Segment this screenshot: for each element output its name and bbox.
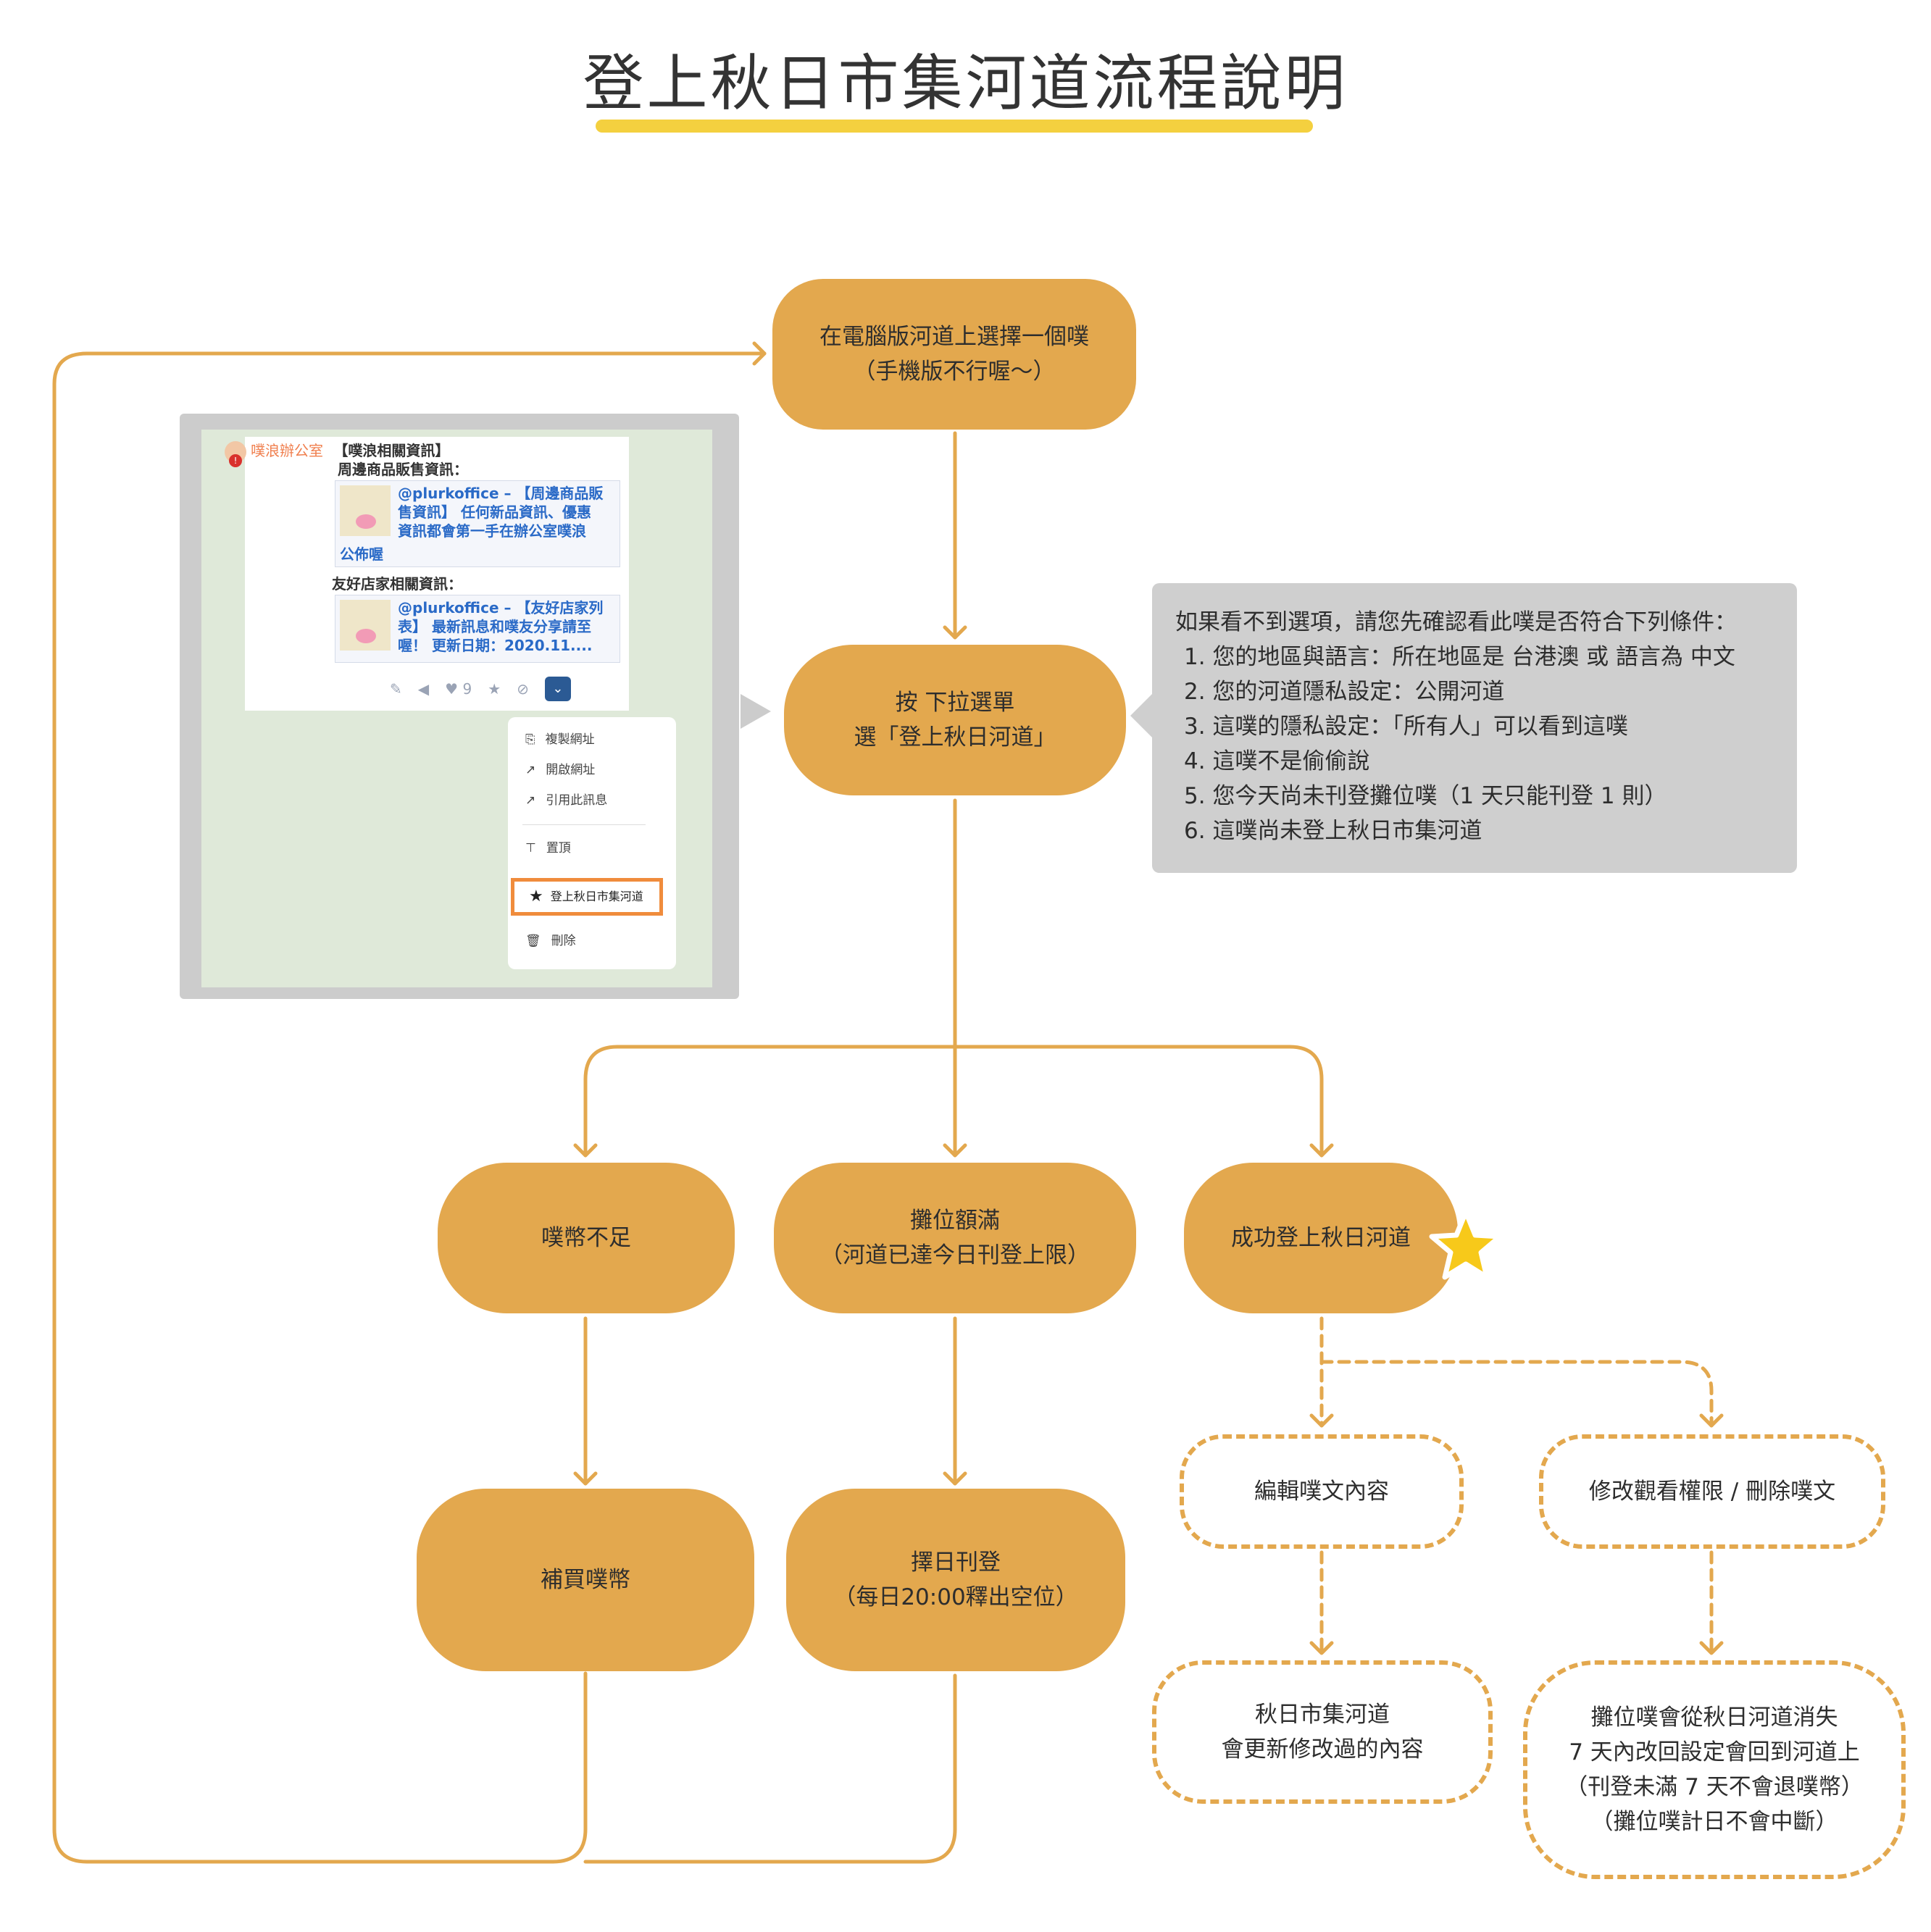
section-title: 周邊商品販售資訊： [338, 461, 468, 478]
plurk-screenshot: ! 噗浪辦公室 【噗浪相關資訊】 周邊商品販售資訊： @plurkoffice … [180, 414, 739, 999]
like-count: 9 [462, 680, 472, 698]
node-full: 攤位額滿 （河道已達今日刊登上限） [774, 1163, 1136, 1313]
link-text: 表】 最新訊息和噗友分享請至 [398, 618, 591, 635]
link-text: 公佈喔 [340, 545, 383, 563]
node-select-plurk: 在電腦版河道上選擇一個噗 （手機版不行喔～） [772, 279, 1136, 430]
edit-icon[interactable]: ✎ [390, 680, 402, 698]
trash-icon: 🗑 [525, 934, 541, 948]
block-icon[interactable]: ⊘ [517, 680, 529, 698]
title-underline [596, 120, 1313, 133]
node-text: 7 天內改回設定會回到河道上 [1569, 1739, 1860, 1765]
menu-item-copy-url[interactable]: ⎘ 複製網址 [525, 729, 595, 750]
dashed-success-to-perm [1319, 1360, 1724, 1428]
node-text: 修改觀看權限 / 刪除噗文 [1588, 1479, 1836, 1505]
condition-item: 3. 這噗的隱私設定：「所有人」可以看到這噗 [1184, 714, 1628, 740]
loop-back-line [52, 341, 767, 1864]
copy-icon: ⎘ [525, 732, 535, 747]
menu-item-delete[interactable]: 🗑 刪除 [525, 930, 576, 952]
node-text: 攤位噗會從秋日河道消失 [1590, 1705, 1838, 1731]
link-thumbnail [340, 600, 391, 651]
link-text: @plurkoffice – 【周邊商品販 [398, 485, 604, 502]
link-card[interactable]: @plurkoffice – 【友好店家列 表】 最新訊息和噗友分享請至 喔！ … [335, 595, 620, 663]
badge-icon: ! [229, 454, 242, 467]
conditions-list: 1. 您的地區與語言：所在地區是 台港澳 或 語言為 中文 2. 您的河道隱私設… [1175, 640, 1774, 848]
node-pick-day: 擇日刊登 （每日20:00釋出空位） [786, 1489, 1125, 1671]
node-text: （河道已達今日刊登上限） [820, 1242, 1090, 1268]
node-edit-content: 編輯噗文內容 [1180, 1434, 1464, 1549]
node-text: 選「登上秋日河道」 [854, 724, 1056, 750]
menu-label: 置頂 [546, 841, 571, 856]
link-card[interactable]: @plurkoffice – 【周邊商品販 售資訊】 任何新品資訊、優惠 資訊都… [335, 480, 620, 567]
node-text: 補買噗幣 [541, 1567, 630, 1593]
node-text: 噗幣不足 [541, 1225, 631, 1251]
menu-label: 登上秋日市集河道 [550, 890, 643, 903]
node-text: 在電腦版河道上選擇一個噗 [819, 324, 1089, 350]
post-author[interactable]: 噗浪辦公室 [251, 442, 323, 459]
conditions-note: 如果看不到選項，請您先確認看此噗是否符合下列條件： 1. 您的地區與語言：所在地… [1152, 583, 1797, 873]
link-text: 資訊都會第一手在辦公室噗浪 [398, 522, 586, 540]
node-text: 攤位額滿 [910, 1208, 1000, 1234]
condition-item: 6. 這噗尚未登上秋日市集河道 [1184, 818, 1482, 844]
arrow-dropdown-branch-left [573, 1045, 957, 1158]
condition-item: 1. 您的地區與語言：所在地區是 台港澳 或 語言為 中文 [1184, 644, 1735, 670]
favorite-icon[interactable]: ★ [488, 680, 501, 698]
link-text: 喔！ 更新日期：2020.11.... [398, 637, 593, 654]
page-title: 登上秋日市集河道流程說明 [583, 48, 1348, 119]
node-success: 成功登上秋日河道 [1184, 1163, 1458, 1313]
star-icon [1429, 1209, 1503, 1280]
menu-divider [522, 824, 646, 825]
menu-item-quote[interactable]: ↗ 引用此訊息 [525, 790, 607, 811]
post-header: 【噗浪相關資訊】 [333, 442, 450, 459]
callout-pointer-right [741, 694, 771, 729]
node-text: （每日20:00釋出空位） [833, 1584, 1078, 1610]
quote-icon: ↗ [525, 793, 536, 808]
link-text: @plurkoffice – 【友好店家列 [398, 599, 604, 616]
node-dropdown: 按 下拉選單 選「登上秋日河道」 [784, 645, 1126, 795]
dropdown-menu: ⎘ 複製網址 ↗ 開啟網址 ↗ 引用此訊息 ⊤ 置頂 ★ 登上秋日市集河道 🗑 [508, 717, 676, 969]
mute-icon[interactable]: ◀ [417, 680, 430, 698]
notes-heading: 如果看不到選項，請您先確認看此噗是否符合下列條件： [1175, 609, 1737, 635]
node-text: （攤位噗計日不會中斷） [1590, 1809, 1838, 1835]
external-link-icon: ↗ [525, 763, 536, 777]
condition-item: 4. 這噗不是偷偷說 [1184, 748, 1370, 774]
menu-item-open-url[interactable]: ↗ 開啟網址 [525, 759, 595, 781]
node-text: （刊登未滿 7 天不會退噗幣） [1565, 1774, 1864, 1800]
node-text: 會更新修改過的內容 [1221, 1736, 1424, 1762]
section-title: 友好店家相關資訊： [332, 575, 462, 593]
menu-label: 引用此訊息 [546, 793, 608, 808]
screenshot-background: ! 噗浪辦公室 【噗浪相關資訊】 周邊商品販售資訊： @plurkoffice … [201, 430, 712, 987]
condition-item: 2. 您的河道隱私設定：公開河道 [1184, 679, 1505, 705]
plurk-post: ! 噗浪辦公室 【噗浪相關資訊】 周邊商品販售資訊： @plurkoffice … [225, 437, 629, 711]
link-thumbnail [340, 485, 391, 536]
menu-item-pin[interactable]: ⊤ 置頂 [525, 837, 571, 859]
node-text: 編輯噗文內容 [1254, 1479, 1389, 1505]
node-buy-coins: 補買噗幣 [417, 1489, 754, 1671]
star-icon: ★ [529, 887, 543, 906]
link-text: 售資訊】 任何新品資訊、優惠 [398, 503, 591, 521]
node-text: 按 下拉選單 [895, 690, 1015, 716]
node-text: （手機版不行喔～） [853, 359, 1056, 385]
node-text: 擇日刊登 [911, 1550, 1001, 1576]
callout-pointer-left [1130, 694, 1152, 737]
arrow-dropdown-branch-right [953, 1045, 1334, 1158]
node-disappear: 攤位噗會從秋日河道消失 7 天內改回設定會回到河道上 （刊登未滿 7 天不會退噗… [1523, 1660, 1906, 1879]
condition-item: 5. 您今天尚未刊登攤位噗（1 天只能刊登 1 則） [1184, 783, 1667, 809]
node-text: 成功登上秋日河道 [1231, 1225, 1411, 1251]
dropdown-button[interactable]: ⌄ [544, 677, 571, 701]
node-insufficient: 噗幣不足 [438, 1163, 735, 1313]
menu-label: 刪除 [551, 934, 576, 948]
menu-item-market[interactable]: ★ 登上秋日市集河道 [511, 878, 663, 916]
menu-label: 開啟網址 [546, 763, 596, 777]
node-updated: 秋日市集河道 會更新修改過的內容 [1152, 1660, 1493, 1804]
node-edit-permission: 修改觀看權限 / 刪除噗文 [1539, 1434, 1885, 1549]
pin-icon: ⊤ [525, 841, 536, 856]
node-text: 秋日市集河道 [1255, 1702, 1390, 1728]
like-icon[interactable]: ♥ 9 [445, 680, 472, 698]
menu-label: 複製網址 [545, 732, 595, 747]
loop-back-line-2 [583, 1673, 957, 1864]
